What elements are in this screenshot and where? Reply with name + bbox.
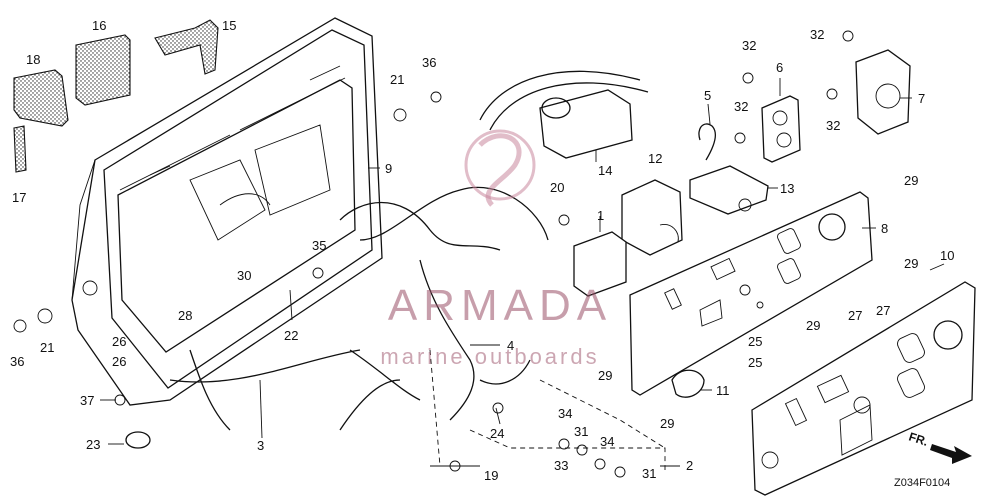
callout-32b: 32 [734,99,748,114]
watermark-sub-text: marine outboards [380,344,599,369]
callout-32c: 32 [810,27,824,42]
callout-15: 15 [222,18,236,33]
callout-30: 30 [237,268,251,283]
callout-5: 5 [704,88,711,103]
callout-9: 9 [385,161,392,176]
panel-plate [751,281,976,496]
callout-26: 26 [112,334,126,349]
callout-22: 22 [284,328,298,343]
callout-36b: 36 [10,354,24,369]
callout-17: 17 [12,190,26,205]
callout-21: 21 [390,72,404,87]
leader-lines [100,78,945,470]
callout-24: 24 [490,426,504,441]
callout-29d: 29 [598,368,612,383]
callout-10: 10 [940,248,954,263]
watermark: ARMADA marine outboards [380,129,612,369]
callout-16: 16 [92,18,106,33]
callout-35: 35 [312,238,326,253]
callout-3: 3 [257,438,264,453]
components [539,49,911,398]
callout-36: 36 [422,55,436,70]
callout-4: 4 [507,338,514,353]
callout-7: 7 [918,91,925,106]
callout-29c: 29 [806,318,820,333]
callout-37: 37 [80,393,94,408]
callout-34b: 34 [600,434,614,449]
callout-25b: 25 [748,355,762,370]
callout-23: 23 [86,437,100,452]
callout-34: 34 [558,406,572,421]
control-panel [629,191,873,396]
callout-29e: 29 [660,416,674,431]
callout-27: 27 [848,308,862,323]
callout-33: 33 [554,458,568,473]
front-direction-indicator: FR. [907,430,972,464]
callout-20: 20 [550,180,564,195]
callout-8: 8 [881,221,888,236]
callout-18: 18 [26,52,40,67]
callout-12: 12 [648,151,662,166]
callout-25: 25 [748,334,762,349]
callout-32d: 32 [826,118,840,133]
diagram-code: Z034F0104 [894,477,950,489]
callout-26b: 26 [112,354,126,369]
fr-arrow-icon [930,444,972,464]
callout-14: 14 [598,163,612,178]
callout-27b: 27 [876,303,890,318]
callout-31: 31 [574,424,588,439]
foam-pieces [13,19,219,173]
callout-28: 28 [178,308,192,323]
front-panel-frame [71,17,383,406]
callout-6: 6 [776,60,783,75]
callout-29b: 29 [904,256,918,271]
callout-21b: 21 [40,340,54,355]
watermark-main-text: ARMADA [388,281,612,330]
callout-1: 1 [597,208,604,223]
callout-11: 11 [716,383,730,398]
callout-32: 32 [742,38,756,53]
callout-13: 13 [780,181,794,196]
callout-labels: 1 2 3 4 5 6 7 8 9 10 11 12 13 14 15 16 1… [10,18,954,483]
fr-label: FR. [907,430,930,449]
callout-31b: 31 [642,466,656,481]
callout-2: 2 [686,458,693,473]
wire-harnesses [169,70,716,431]
callout-29: 29 [904,173,918,188]
fasteners [13,30,854,478]
callout-19: 19 [484,468,498,483]
